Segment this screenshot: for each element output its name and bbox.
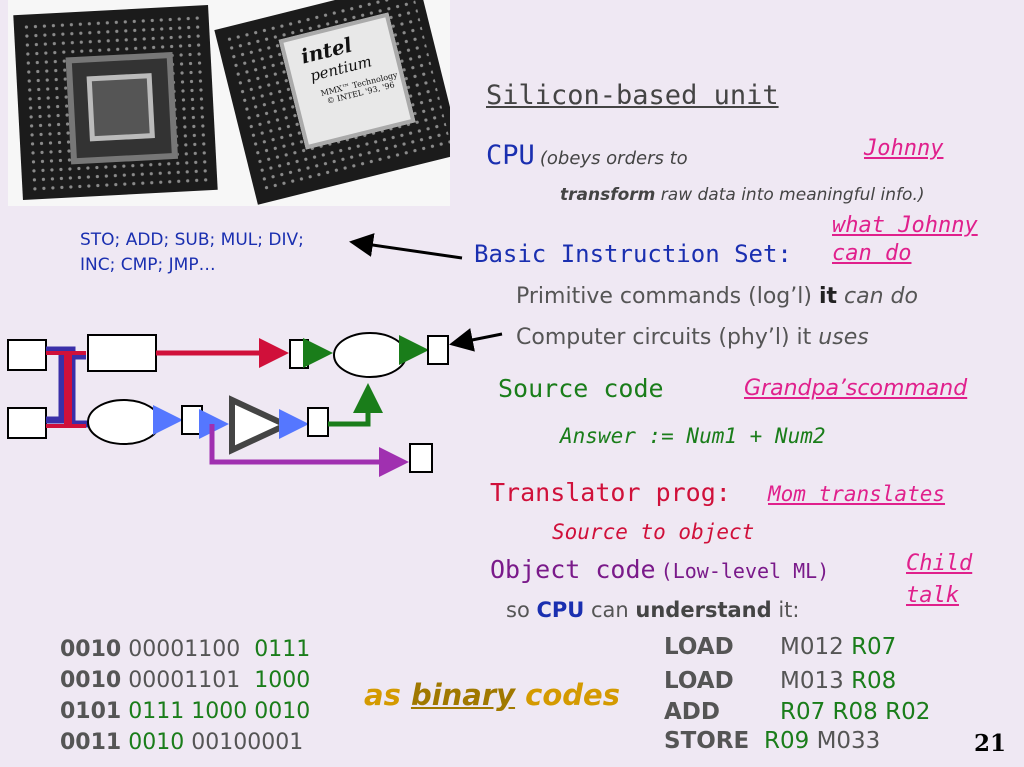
child-talk-label: Child talk xyxy=(906,548,972,612)
word-transform: transform xyxy=(560,185,656,205)
cpu-label: CPU xyxy=(486,140,535,171)
binary-row: 0010 00001100 0111 xyxy=(60,637,311,662)
it-word: it: xyxy=(771,598,800,622)
cpu-definition: CPU (obeys orders to xyxy=(486,140,688,171)
can-word: can xyxy=(584,598,636,622)
cpu-rest: raw data into meaningful info.) xyxy=(660,185,925,205)
circuits-line: Computer circuits (phy’l) it uses xyxy=(516,325,869,350)
source-code-heading: Source code xyxy=(498,374,664,403)
what-johnny-can-do: what Johnny can do xyxy=(832,212,978,268)
source-to-object: Source to object xyxy=(552,520,755,544)
grandpa-label: Grandpa’scommand xyxy=(744,376,968,401)
cpu-paren-open: (obeys orders to xyxy=(539,148,688,169)
translator-heading: Translator prog: xyxy=(490,478,731,507)
instruction-line-1: STO; ADD; SUB; MUL; DIV; xyxy=(80,230,304,250)
answer-statement: Answer := Num1 + Num2 xyxy=(560,424,826,448)
primitive-tail: can do xyxy=(837,284,918,309)
circuits-tail: uses xyxy=(818,325,869,350)
binary-row: 0010 00001101 1000 xyxy=(60,668,311,693)
so-cpu-word: CPU xyxy=(536,598,585,622)
what-johnny-line2: can do xyxy=(832,241,912,266)
object-code-paren: (Low-level ML) xyxy=(660,559,830,583)
instruction-list: STO; ADD; SUB; MUL; DIV; INC; CMP; JMP… xyxy=(80,228,304,278)
codes-word: codes xyxy=(515,678,620,712)
child-talk-line1: Child xyxy=(906,551,973,576)
as-word: as xyxy=(364,678,411,712)
binary-row: 0011 0010 00100001 xyxy=(60,730,304,755)
object-code-label: Object code xyxy=(490,555,656,584)
primitive-line: Primitive commands (log’l) it can do xyxy=(516,284,918,309)
instruction-line-2: INC; CMP; JMP… xyxy=(80,255,216,275)
object-code-heading: Object code (Low-level ML) xyxy=(490,555,829,584)
so-word: so xyxy=(506,598,537,622)
as-binary-codes: as binary codes xyxy=(364,678,620,712)
so-cpu-line: so CPU can understand it: xyxy=(506,598,799,622)
child-talk-line2: talk xyxy=(906,583,959,608)
cpu-photo: intel pentium MMX™ Technology © INTEL '9… xyxy=(8,0,450,206)
binary-word: binary xyxy=(410,678,516,712)
page-title: Silicon-based unit xyxy=(486,80,779,111)
binary-row: 0101 0111 1000 0010 xyxy=(60,699,311,724)
understand-word: understand xyxy=(635,598,772,622)
mom-label: Mom translates xyxy=(768,482,946,506)
johnny-label: Johnny xyxy=(864,136,944,161)
binary-code-list: 0010 00001100 0111 0010 00001101 1000 01… xyxy=(60,634,310,758)
primitive-text: Primitive commands (log’l) xyxy=(516,284,819,309)
cpu-definition-line2: transform raw data into meaningful info.… xyxy=(560,185,924,205)
page-number: 21 xyxy=(974,730,1007,757)
primitive-it: it xyxy=(818,284,837,309)
what-johnny-line1: what Johnny xyxy=(832,213,978,238)
circuits-text: Computer circuits (phy’l) it xyxy=(516,325,819,350)
instruction-set-heading: Basic Instruction Set: xyxy=(474,240,792,268)
